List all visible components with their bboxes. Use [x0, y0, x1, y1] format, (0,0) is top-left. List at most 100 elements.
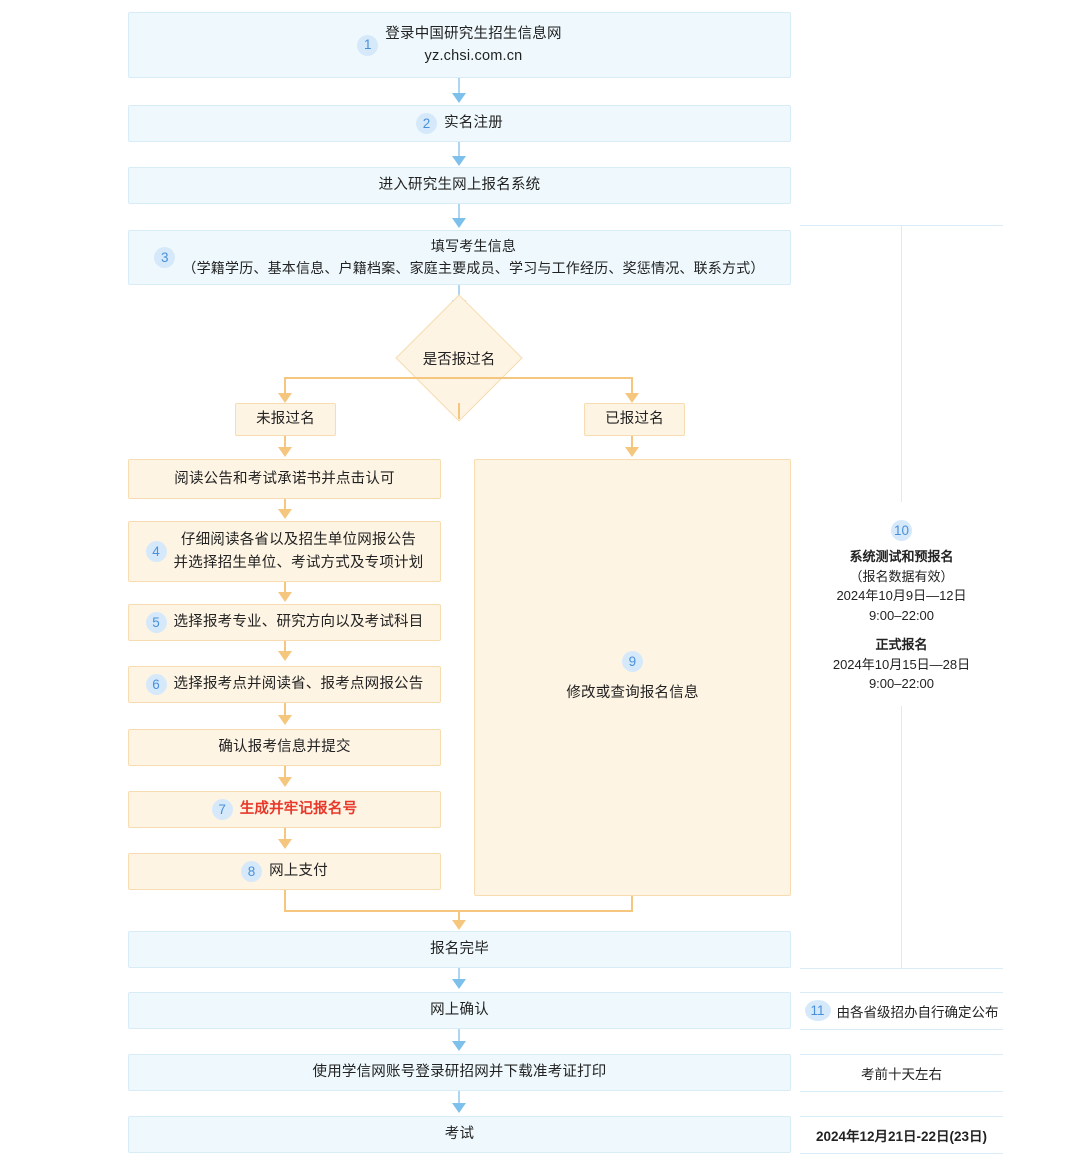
node-registration-number[interactable]: 7 生成并牢记报名号 [128, 791, 441, 828]
timeline-vertical-upper [901, 225, 902, 502]
arrow-enter-fill [452, 218, 466, 228]
node-enter-system[interactable]: 进入研究生网上报名系统 [128, 167, 791, 204]
step-badge-11: 11 [804, 1000, 831, 1021]
arrow-b2 [452, 1041, 466, 1051]
node-exam[interactable]: 考试 [128, 1116, 791, 1153]
arrow-login-register [452, 93, 466, 103]
connector-l3 [284, 641, 286, 653]
node-select-site[interactable]: 6 选择报考点并阅读省、报考点网报公告 [128, 666, 441, 703]
step-badge-7: 7 [211, 799, 233, 820]
node-select-major-label: 选择报考专业、研究方向以及考试科目 [173, 614, 424, 631]
step-badge-5: 5 [145, 612, 167, 633]
schedule-line-6: 2024年10月15日—28日 [832, 656, 971, 672]
connector-login-register [458, 78, 460, 95]
connector-merge-right-down [631, 896, 633, 912]
arrow-right-branch [625, 447, 639, 457]
arrow-l4 [278, 715, 292, 725]
connector-l5 [284, 766, 286, 779]
timeline-vertical-lower [901, 706, 902, 968]
node-online-payment[interactable]: 8 网上支付 [128, 853, 441, 890]
timeline-divider-5 [800, 1091, 1003, 1092]
timeline-divider-4 [800, 1054, 1003, 1055]
connector-decision-down [458, 403, 460, 419]
timeline-divider-7 [800, 1153, 1003, 1154]
node-download-admission-ticket-label: 使用学信网账号登录研招网并下载准考证打印 [312, 1064, 607, 1081]
connector-merge-left-down [284, 890, 286, 912]
timeline-divider-6 [800, 1116, 1003, 1117]
arrow-l5 [278, 777, 292, 787]
step-badge-10: 10 [891, 520, 912, 542]
timeline-schedule: 10 系统测试和预报名 （报名数据有效） 2024年10月9日—12日 9:00… [800, 512, 1003, 702]
arrow-l1 [278, 509, 292, 519]
node-register[interactable]: 2 实名注册 [128, 105, 791, 142]
connector-b2 [458, 1029, 460, 1042]
timeline-row-exam-date-label: 2024年12月21日-22日(23日) [815, 1128, 988, 1144]
schedule-line-7: 9:00–22:00 [868, 676, 935, 692]
timeline-row-announce-label: 由各省级招办自行确定公布 [836, 1004, 999, 1020]
schedule-line-2: 2024年10月9日—12日 [836, 588, 967, 604]
timeline-row-announce: 11 由各省级招办自行确定公布 [800, 992, 1003, 1029]
node-confirm-submit-label: 确认报考信息并提交 [218, 739, 351, 756]
decision-label: 是否报过名 [422, 351, 496, 368]
node-enter-system-label: 进入研究生网上报名系统 [378, 177, 541, 194]
branch-label-already-registered[interactable]: 已报过名 [584, 403, 685, 436]
node-online-confirm[interactable]: 网上确认 [128, 992, 791, 1029]
connector-right-branch-down [631, 436, 633, 449]
node-read-province[interactable]: 4 仔细阅读各省以及招生单位网报公告 并选择招生单位、考试方式及专项计划 [128, 521, 441, 582]
node-select-major[interactable]: 5 选择报考专业、研究方向以及考试科目 [128, 604, 441, 641]
node-read-province-label: 仔细阅读各省以及招生单位网报公告 并选择招生单位、考试方式及专项计划 [173, 532, 424, 571]
node-login-label: 登录中国研究生招生信息网 yz.chsi.com.cn [385, 25, 562, 64]
node-modify-query[interactable]: 9 修改或查询报名信息 [474, 459, 791, 896]
arrow-l6 [278, 839, 292, 849]
node-read-notice[interactable]: 阅读公告和考试承诺书并点击认可 [128, 459, 441, 499]
arrow-register-enter [452, 156, 466, 166]
step-badge-1: 1 [357, 34, 379, 56]
arrow-split-right [625, 393, 639, 403]
branch-label-not-registered[interactable]: 未报过名 [235, 403, 336, 436]
timeline-divider-1 [800, 968, 1003, 969]
arrow-left-branch [278, 447, 292, 457]
connector-enter-fill [458, 204, 460, 222]
step-badge-3: 3 [154, 247, 176, 268]
connector-l4 [284, 703, 286, 717]
connector-split-left [284, 377, 286, 395]
connector-register-enter [458, 142, 460, 159]
node-login[interactable]: 1 登录中国研究生招生信息网 yz.chsi.com.cn [128, 12, 791, 78]
node-read-notice-label: 阅读公告和考试承诺书并点击认可 [174, 470, 395, 487]
decision-has-registered[interactable]: 是否报过名 [395, 294, 523, 422]
node-registration-done[interactable]: 报名完毕 [128, 931, 791, 968]
timeline-row-ticket: 考前十天左右 [800, 1054, 1003, 1091]
connector-split-right [631, 377, 633, 395]
connector-fill-decision [458, 285, 460, 302]
arrow-b1 [452, 979, 466, 989]
node-download-admission-ticket[interactable]: 使用学信网账号登录研招网并下载准考证打印 [128, 1054, 791, 1091]
arrow-b3 [452, 1103, 466, 1113]
step-badge-6: 6 [145, 674, 167, 695]
connector-b1 [458, 968, 460, 980]
step-badge-9: 9 [622, 650, 643, 672]
node-registration-number-label: 生成并牢记报名号 [239, 801, 358, 818]
timeline-row-ticket-label: 考前十天左右 [861, 1066, 942, 1082]
connector-l2 [284, 582, 286, 594]
step-badge-4: 4 [145, 541, 167, 562]
node-online-payment-label: 网上支付 [269, 863, 328, 880]
arrow-l2 [278, 592, 292, 602]
node-modify-query-label: 修改或查询报名信息 [566, 684, 699, 701]
connector-left-branch-down [284, 436, 286, 449]
schedule-line-0: 系统测试和预报名 [849, 549, 954, 565]
node-confirm-submit[interactable]: 确认报考信息并提交 [128, 729, 441, 766]
connector-l1 [284, 499, 286, 511]
connector-merge-center [458, 910, 460, 922]
step-badge-8: 8 [241, 861, 263, 882]
node-fill-info[interactable]: 3 填写考生信息 （学籍学历、基本信息、户籍档案、家庭主要成员、学习与工作经历、… [128, 230, 791, 285]
node-online-confirm-label: 网上确认 [430, 1002, 489, 1019]
schedule-line-1: （报名数据有效） [849, 568, 954, 584]
branch-right-label: 已报过名 [605, 411, 664, 428]
step-badge-2: 2 [416, 113, 438, 134]
schedule-line-5: 正式报名 [875, 637, 928, 653]
schedule-line-3: 9:00–22:00 [868, 607, 935, 623]
node-select-site-label: 选择报考点并阅读省、报考点网报公告 [173, 676, 424, 693]
timeline-divider-2 [800, 992, 1003, 993]
branch-left-label: 未报过名 [256, 411, 315, 428]
